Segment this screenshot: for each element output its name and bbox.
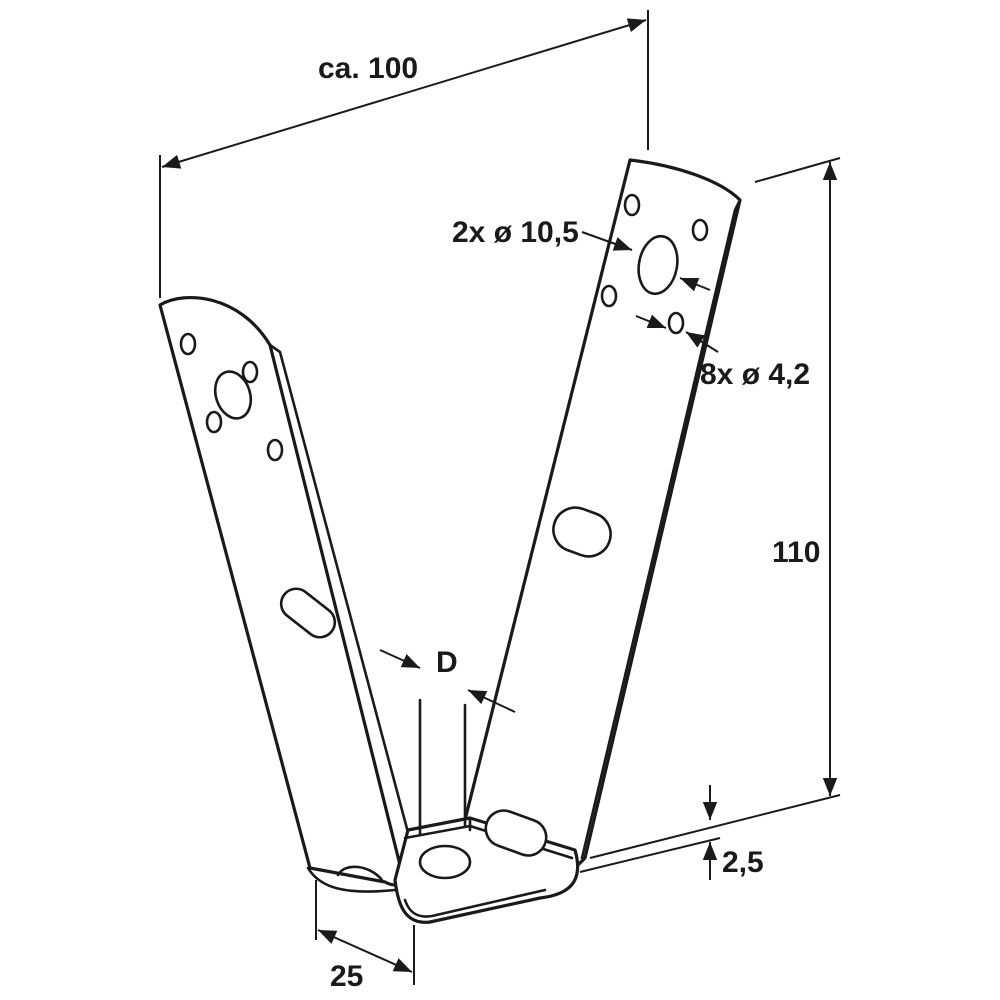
leader-small-hole-2 [685,331,719,353]
hole-right-small-1 [623,193,641,217]
base-outer-edge [403,888,547,918]
hole-right-small-3 [600,284,618,308]
label-depth: 25 [330,960,363,993]
label-height: 110 [772,536,820,569]
hole-base-round [418,844,472,880]
hole-left-small-2 [241,360,259,384]
left-arm [158,295,404,887]
ext-line-height-top [754,157,841,183]
slot-base [484,809,548,857]
dimensions [159,10,841,985]
ext-line-height-bottom [589,794,841,859]
hole-left-small-3 [205,410,223,434]
slot-base-bottom [336,865,384,882]
label-small-holes: 8x ø 4,2 [700,358,810,391]
hole-left-small-4 [266,438,284,462]
dim-line-width [161,18,647,169]
dim-line-depth [317,929,413,973]
dim-arrow-gap-left [379,649,421,669]
slot-left [279,587,337,639]
ext-line-thickness [579,837,721,873]
dim-arrow-gap-right [467,689,516,713]
leader-large-hole [581,231,633,251]
leader-small-hole-1 [635,314,667,329]
left-arm-edge [268,343,412,842]
leader-large-hole-back [679,277,711,292]
hole-left-large [213,370,253,420]
label-overall-width: ca. 100 [318,52,418,85]
label-thickness: 2,5 [722,846,764,879]
v-bracket [158,158,742,924]
label-gap: D [436,646,458,679]
bend-line-left [306,866,397,893]
slot-right [552,506,612,558]
label-large-holes: 2x ø 10,5 [452,216,579,249]
hole-right-small-2 [691,218,709,242]
holes [179,193,709,882]
hole-right-large [637,234,679,296]
hole-left-small-1 [179,332,197,356]
hole-right-small-4 [667,311,685,335]
right-arm-edge [580,198,742,860]
right-arm [463,158,742,870]
